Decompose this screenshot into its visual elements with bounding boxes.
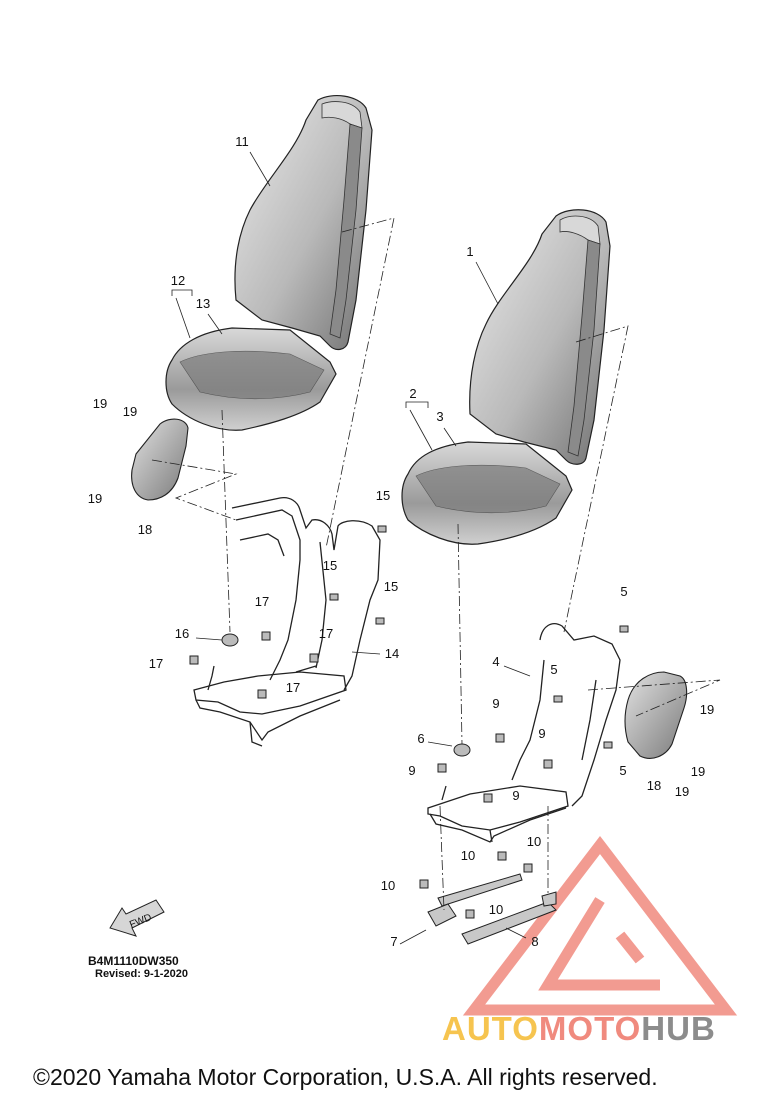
bolt-10a <box>497 851 507 861</box>
bolt-5c <box>603 741 613 749</box>
fwd-arrow-icon: FWD <box>109 899 165 937</box>
callout-10: 10 <box>527 834 541 849</box>
right-seat-frame <box>427 623 621 843</box>
callout-15: 15 <box>323 558 337 573</box>
bolt-10c <box>419 879 429 889</box>
bolt-15a <box>377 525 387 533</box>
callout-19: 19 <box>700 702 714 717</box>
copyright-notice: ©2020 Yamaha Motor Corporation, U.S.A. A… <box>33 1064 658 1090</box>
callout-5: 5 <box>550 662 557 677</box>
part-code: B4M1110DW350 <box>88 954 179 968</box>
callout-19: 19 <box>691 764 705 779</box>
callout-11: 11 <box>235 134 249 149</box>
rail-7-bracket <box>427 903 457 927</box>
seat-rails <box>427 873 557 945</box>
left-seat-cushion <box>165 327 337 431</box>
revision-date: Revised: 9-1-2020 <box>95 968 188 980</box>
right-seat-cushion <box>401 441 573 545</box>
callout-18: 18 <box>138 522 152 537</box>
callout-19: 19 <box>675 784 689 799</box>
callout-9: 9 <box>492 696 499 711</box>
bolt-10b <box>523 863 533 873</box>
callout-15: 15 <box>384 579 398 594</box>
left-frame-hardware <box>189 525 387 699</box>
rail-7-upper <box>437 873 523 907</box>
callout-12: 12 <box>171 273 185 288</box>
callout-6: 6 <box>417 731 424 746</box>
callout-5: 5 <box>620 584 627 599</box>
bolt-10d <box>465 909 475 919</box>
callout-16: 16 <box>175 626 189 641</box>
callout-2: 2 <box>409 386 416 401</box>
callout-7: 7 <box>390 934 397 949</box>
bolt-9d <box>483 793 493 803</box>
right-seat-backrest <box>469 209 611 465</box>
watermark-moto: MOTO <box>538 1010 642 1047</box>
watermark-auto: AUTO <box>442 1010 539 1047</box>
callout-17: 17 <box>149 656 163 671</box>
callout-17: 17 <box>319 626 333 641</box>
callout-1: 1 <box>466 244 473 259</box>
bolt-5a <box>619 625 629 633</box>
callout-14: 14 <box>385 646 399 661</box>
bolt-17d <box>257 689 267 699</box>
rail-8 <box>461 901 557 945</box>
left-seat-frame <box>193 496 381 747</box>
callout-9: 9 <box>512 788 519 803</box>
bolt-17a <box>261 631 271 641</box>
callout-10: 10 <box>489 902 503 917</box>
rail-8-bracket <box>541 891 557 907</box>
callout-9: 9 <box>538 726 545 741</box>
left-side-pad <box>131 418 189 501</box>
grommet-6 <box>453 743 471 757</box>
bolt-15b <box>329 593 339 601</box>
callout-5: 5 <box>619 763 626 778</box>
callout-19: 19 <box>88 491 102 506</box>
watermark-logo <box>462 835 738 1016</box>
leader-lines <box>171 151 531 945</box>
callout-17: 17 <box>255 594 269 609</box>
callout-15: 15 <box>376 488 390 503</box>
watermark-text: AUTOMOTOHUB <box>442 1010 716 1048</box>
callout-13: 13 <box>196 296 210 311</box>
grommet-16 <box>221 633 239 647</box>
watermark-hub: HUB <box>641 1010 716 1047</box>
callout-18: 18 <box>647 778 661 793</box>
callout-labels: 1112131919191815151517171617171412354599… <box>88 134 714 949</box>
right-frame-hardware <box>419 625 629 919</box>
bolt-9a <box>495 733 505 743</box>
callout-17: 17 <box>286 680 300 695</box>
bolt-9c <box>437 763 447 773</box>
callout-19: 19 <box>123 404 137 419</box>
callout-10: 10 <box>461 848 475 863</box>
callout-9: 9 <box>408 763 415 778</box>
callout-3: 3 <box>436 409 443 424</box>
callout-19: 19 <box>93 396 107 411</box>
bolt-5b <box>553 695 563 703</box>
bolt-15c <box>375 617 385 625</box>
left-seat-backrest <box>234 94 373 351</box>
bolt-17b <box>309 653 319 663</box>
bolt-17c <box>189 655 199 665</box>
right-side-pad <box>624 671 688 759</box>
callout-4: 4 <box>492 654 499 669</box>
callout-10: 10 <box>381 878 395 893</box>
callout-8: 8 <box>531 934 538 949</box>
bolt-9b <box>543 759 553 769</box>
alignment-lines <box>151 217 721 911</box>
